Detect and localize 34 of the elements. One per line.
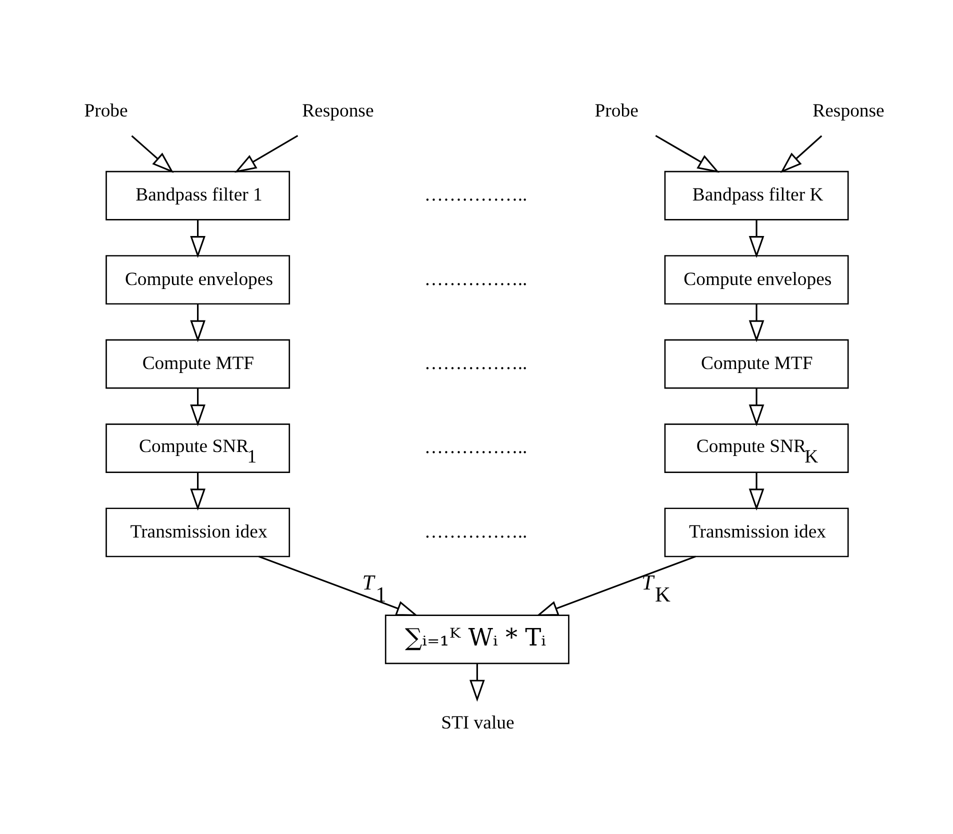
node-box: Transmission idex [106, 507, 290, 557]
arrow [748, 472, 764, 510]
arrow [190, 304, 206, 342]
arrow [748, 388, 764, 426]
arrow [469, 663, 485, 702]
arrow [258, 555, 418, 616]
node-text: Response [302, 100, 374, 121]
arrow [748, 220, 764, 258]
arrow [655, 134, 720, 172]
arrow [190, 388, 206, 426]
node-text: Response [812, 100, 884, 121]
node-text: Probe [84, 100, 128, 121]
arrow [190, 472, 206, 510]
label: …………….. [424, 520, 528, 542]
arrow [131, 134, 174, 172]
label: …………….. [424, 352, 528, 374]
node-box: Compute envelopes [106, 254, 290, 304]
arrow [780, 134, 822, 172]
arrow [536, 555, 696, 616]
node-box: Bandpass filter K [664, 170, 849, 220]
label: …………….. [424, 268, 528, 290]
label: …………….. [424, 184, 528, 206]
arrow [190, 220, 206, 258]
node-text: Probe [594, 100, 638, 121]
label: …………….. [424, 436, 528, 458]
node-box: Compute MTF [664, 338, 849, 388]
node-box: Compute MTF [106, 338, 290, 388]
node-box: Compute envelopes [664, 254, 849, 304]
node-box: Bandpass filter 1 [106, 170, 290, 220]
node-text: STI value [441, 712, 514, 734]
arrow [234, 134, 298, 172]
node-box: Transmission idex [664, 507, 849, 557]
node-box: ∑ᵢ₌₁ᴷ Wᵢ * Tᵢ [384, 614, 570, 664]
arrow [748, 304, 764, 342]
